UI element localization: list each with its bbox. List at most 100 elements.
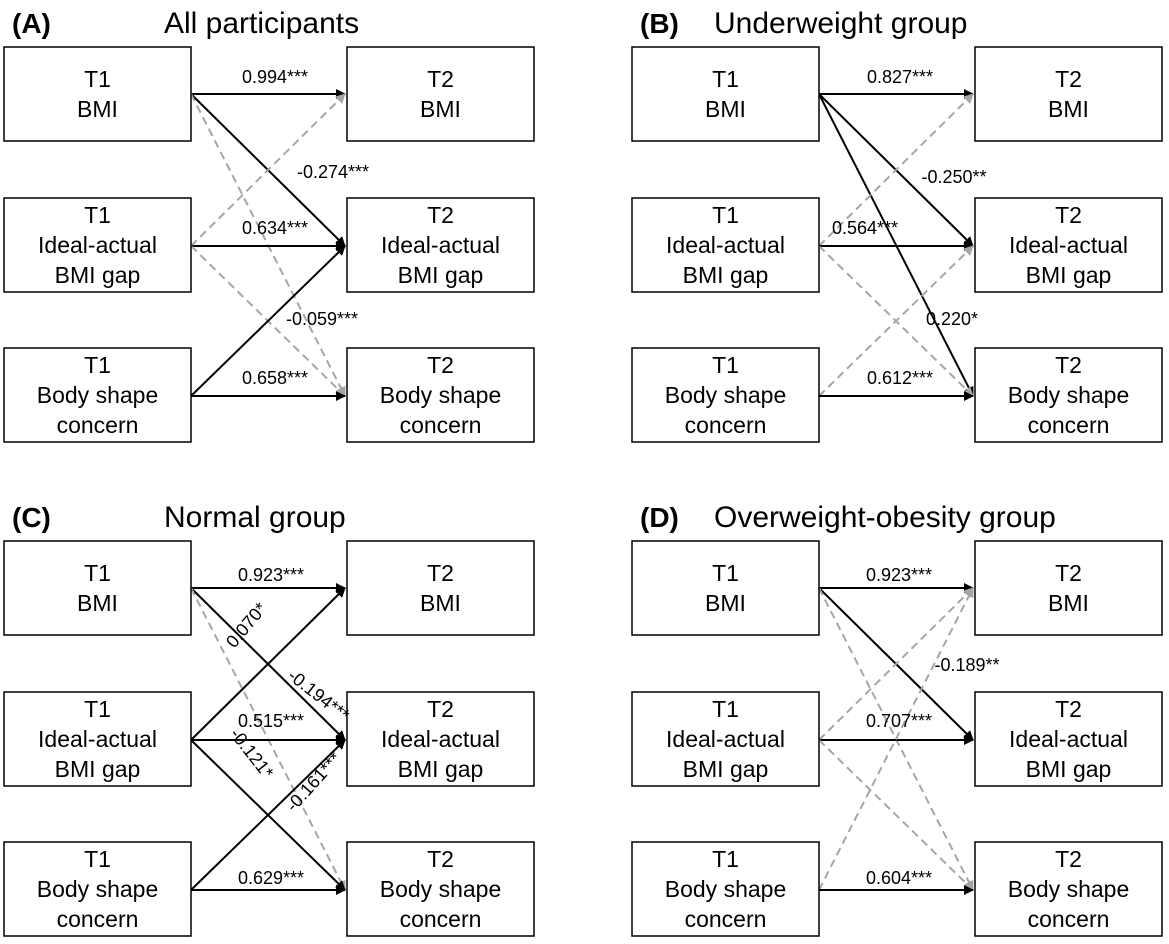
node-t2-1-label: Ideal-actual bbox=[1009, 232, 1128, 258]
node-t2-0-label: BMI bbox=[420, 96, 461, 122]
node-t1-1-label: BMI gap bbox=[55, 756, 141, 782]
panel-letter: (C) bbox=[12, 502, 51, 533]
node-t1-1-label: T1 bbox=[84, 696, 111, 722]
node-t1-1-label: Ideal-actual bbox=[38, 726, 157, 752]
path-coefficient: -0.274*** bbox=[297, 162, 369, 182]
node-t2-1-label: T2 bbox=[427, 202, 454, 228]
node-t1-0-label: T1 bbox=[712, 560, 739, 586]
node-t1-2-box bbox=[3, 841, 192, 937]
node-t2-1-box bbox=[346, 691, 535, 787]
node-t1-2-box bbox=[3, 347, 192, 443]
node-t1-1-label: BMI gap bbox=[683, 756, 769, 782]
path-coefficient: 0.564*** bbox=[832, 218, 898, 238]
node-t1-1-label: T1 bbox=[84, 202, 111, 228]
node-t2-2-label: T2 bbox=[427, 352, 454, 378]
node-t2-1-box bbox=[974, 691, 1163, 787]
node-t1-1-box bbox=[631, 691, 820, 787]
node-t2-2-label: concern bbox=[400, 412, 482, 438]
node-t2-2-box bbox=[346, 347, 535, 443]
node-t2-2-box bbox=[974, 347, 1163, 443]
node-t1-2-label: T1 bbox=[712, 846, 739, 872]
node-t2-1-box bbox=[346, 197, 535, 293]
panel-b: (B)Underweight groupT1BMIT1Ideal-actualB… bbox=[631, 7, 1163, 443]
node-t2-0-label: T2 bbox=[427, 66, 454, 92]
path-coefficient: -0.161*** bbox=[282, 749, 345, 816]
panel-title: Overweight-obesity group bbox=[714, 501, 1056, 534]
node-t2-2-box bbox=[974, 841, 1163, 937]
node-t1-0-box bbox=[631, 46, 820, 142]
node-t2-2-label: T2 bbox=[1055, 846, 1082, 872]
node-t2-1-label: Ideal-actual bbox=[381, 232, 500, 258]
node-t2-0-label: BMI bbox=[1048, 96, 1089, 122]
node-t1-0-box bbox=[3, 46, 192, 142]
node-t2-2-label: concern bbox=[1028, 906, 1110, 932]
node-t1-1-label: BMI gap bbox=[683, 262, 769, 288]
node-t2-2-label: T2 bbox=[427, 846, 454, 872]
node-t1-2-label: Body shape bbox=[37, 876, 158, 902]
node-t1-2-label: Body shape bbox=[665, 876, 786, 902]
node-t2-2-label: T2 bbox=[1055, 352, 1082, 378]
node-t1-2-box bbox=[631, 841, 820, 937]
node-t2-1-label: T2 bbox=[427, 696, 454, 722]
node-t1-0-label: BMI bbox=[77, 96, 118, 122]
node-t2-1-label: Ideal-actual bbox=[381, 726, 500, 752]
node-t2-2-box bbox=[346, 841, 535, 937]
panel-letter: (A) bbox=[12, 8, 51, 39]
node-t2-0-box bbox=[974, 46, 1163, 142]
node-t1-2-label: concern bbox=[685, 412, 767, 438]
panel-letter: (D) bbox=[640, 502, 679, 533]
path-1-to-2-nonsignificant bbox=[818, 739, 974, 891]
path-coefficient: 0.220* bbox=[926, 309, 978, 329]
path-arrows bbox=[818, 89, 974, 401]
node-t1-1-box bbox=[631, 197, 820, 293]
node-t1-2-label: concern bbox=[57, 906, 139, 932]
node-t2-0-box bbox=[346, 46, 535, 142]
panel-title: Underweight group bbox=[714, 7, 968, 40]
node-t1-0-box bbox=[3, 540, 192, 636]
node-t2-1-label: BMI gap bbox=[1026, 756, 1112, 782]
path-coefficient: 0.923*** bbox=[238, 565, 304, 585]
path-1-to-0-nonsignificant bbox=[190, 93, 346, 247]
path-coefficient: 0.634*** bbox=[242, 218, 308, 238]
node-t2-2-label: Body shape bbox=[1008, 382, 1129, 408]
node-t2-0-label: BMI bbox=[1048, 590, 1089, 616]
panel-title: Normal group bbox=[164, 501, 346, 534]
node-t1-0-box bbox=[631, 540, 820, 636]
path-2-to-1-significant bbox=[190, 739, 346, 891]
node-t2-0-box bbox=[346, 540, 535, 636]
node-t1-2-box bbox=[631, 347, 820, 443]
node-t2-2-label: Body shape bbox=[380, 382, 501, 408]
path-coefficient: 0.923*** bbox=[866, 565, 932, 585]
path-coefficient: 0.994*** bbox=[242, 67, 308, 87]
node-t1-1-label: T1 bbox=[712, 202, 739, 228]
path-coefficient: 0.707*** bbox=[866, 711, 932, 731]
path-coefficient: -0.121* bbox=[226, 724, 277, 782]
node-t2-0-label: T2 bbox=[1055, 66, 1082, 92]
node-t2-2-label: Body shape bbox=[380, 876, 501, 902]
node-t1-2-label: T1 bbox=[712, 352, 739, 378]
node-t1-2-label: Body shape bbox=[665, 382, 786, 408]
path-1-to-0-significant bbox=[190, 587, 346, 741]
node-t1-0-label: BMI bbox=[77, 590, 118, 616]
path-coefficient: 0.629*** bbox=[238, 868, 304, 888]
node-t1-0-label: T1 bbox=[712, 66, 739, 92]
